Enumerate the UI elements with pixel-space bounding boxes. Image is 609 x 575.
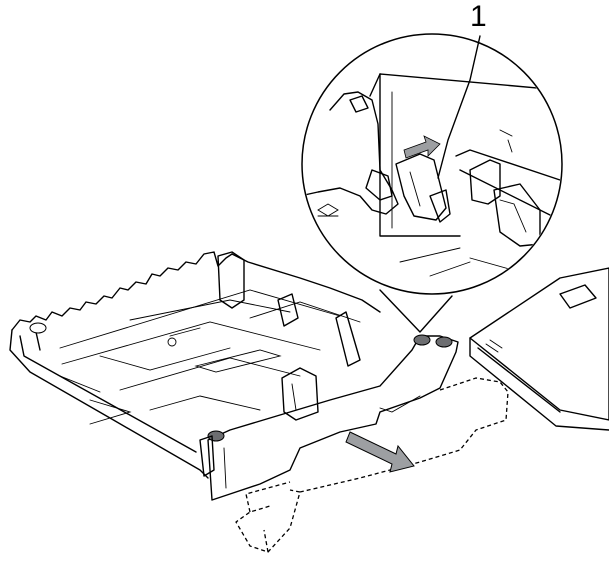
callout-1-label: 1 <box>470 0 487 33</box>
push-arrow-icon <box>403 135 441 159</box>
extended-tray-outline <box>235 377 509 553</box>
zoom-callout <box>301 33 563 333</box>
secondary-tray <box>469 267 609 431</box>
pull-arrow-icon <box>345 431 415 473</box>
main-tray <box>9 251 459 501</box>
callout-1-leader <box>437 35 481 179</box>
